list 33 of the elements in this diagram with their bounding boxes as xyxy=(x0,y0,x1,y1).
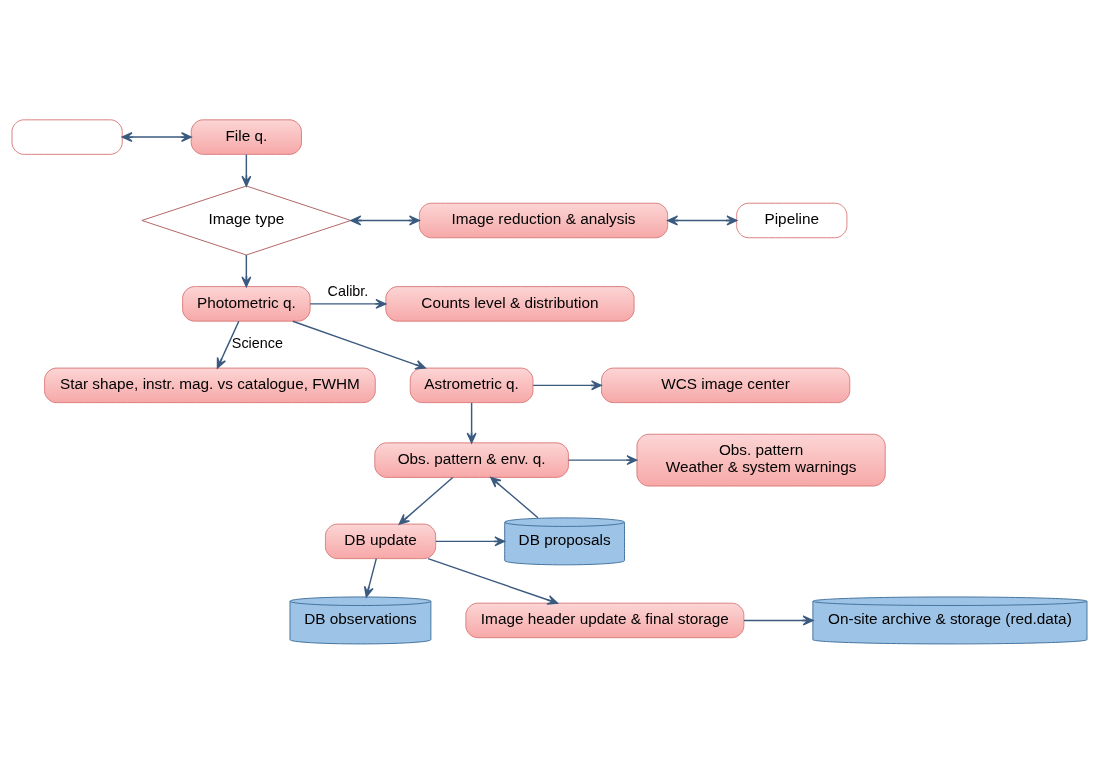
arrow xyxy=(435,536,506,547)
node-box: DB update xyxy=(324,523,437,560)
node-box: Astrometric q. xyxy=(409,367,534,404)
arrow xyxy=(363,557,377,598)
arrow xyxy=(567,455,638,466)
edge-label: Calibr. xyxy=(327,283,369,300)
arrow xyxy=(121,132,192,143)
arrow xyxy=(427,557,559,605)
node-box: Image header update & final storage xyxy=(465,602,745,639)
node-diamond: Image type xyxy=(141,185,352,256)
node-box xyxy=(11,119,123,155)
node-box: Obs. pattern Weather & system warnings xyxy=(636,433,886,487)
node-box: File q. xyxy=(190,119,302,155)
node-box: Pipeline xyxy=(736,202,848,239)
node-box: WCS image center xyxy=(601,367,851,404)
node-box: Image reduction & analysis xyxy=(418,202,669,239)
arrow xyxy=(241,153,252,187)
arrow xyxy=(466,402,477,444)
arrow xyxy=(292,320,426,370)
edge-label: Science xyxy=(231,334,283,351)
arrow xyxy=(241,254,252,288)
arrow xyxy=(309,298,387,309)
node-box: Obs. pattern & env. q. xyxy=(374,442,569,478)
arrow xyxy=(490,476,539,519)
arrow xyxy=(743,615,814,626)
arrow xyxy=(532,380,602,391)
node-box: Counts level & distribution xyxy=(385,286,635,322)
arrow xyxy=(398,476,454,525)
arrow xyxy=(350,215,420,226)
arrow xyxy=(667,215,738,226)
arrow xyxy=(216,320,240,369)
node-box: Photometric q. xyxy=(182,286,311,322)
node-box: Star shape, instr. mag. vs catalogue, FWHM xyxy=(44,367,376,404)
